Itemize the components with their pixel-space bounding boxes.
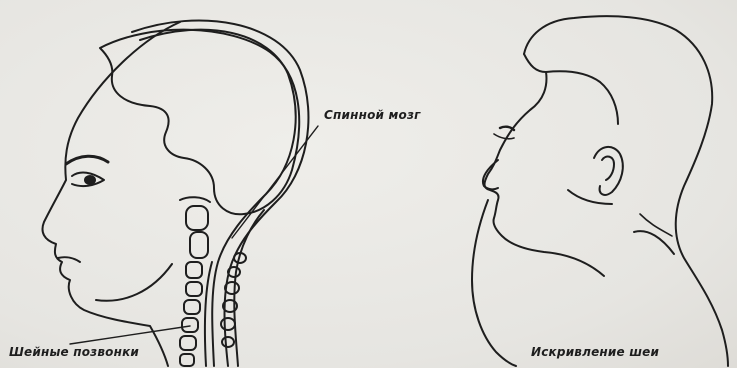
cheek [568,190,612,204]
hair-outline [524,16,728,366]
vertebrae-pointer [70,326,190,344]
process-5 [221,318,235,330]
vertebra-2 [190,232,208,258]
vertebra-4 [186,282,202,296]
ear [594,147,623,195]
vertebra-3 [186,262,202,278]
hairline [546,71,618,124]
label-neck-curvature: Искривление шеи [531,345,659,359]
curved-neck-head [472,16,728,366]
vertebra-6 [182,318,198,332]
process-6 [222,337,234,347]
atlas-cap [180,197,210,202]
eyebrow [66,156,108,164]
process-3 [225,282,239,294]
temple-line [640,214,672,236]
spinal-cord-core [205,262,212,366]
vertebra-8 [180,354,194,366]
pupil [85,176,95,184]
spinal-cord-pointer [232,126,318,238]
vertebra-5 [184,300,200,314]
eyelid [494,134,514,139]
label-spinal-cord: Спинной мозг [324,108,421,122]
ear-inner [602,157,614,180]
vertebra-1 [186,206,208,230]
vertebra-7 [180,336,196,350]
head-outline [43,22,181,366]
spinal-cord-inner [140,30,296,366]
face-outline [485,54,605,276]
spinal-cord-outer [132,21,308,366]
label-cervical-vertebrae: Шейные позвонки [9,345,139,359]
jaw-line [96,264,172,301]
skull-outline [100,30,299,215]
anatomical-head [43,21,319,366]
eye [500,127,514,130]
